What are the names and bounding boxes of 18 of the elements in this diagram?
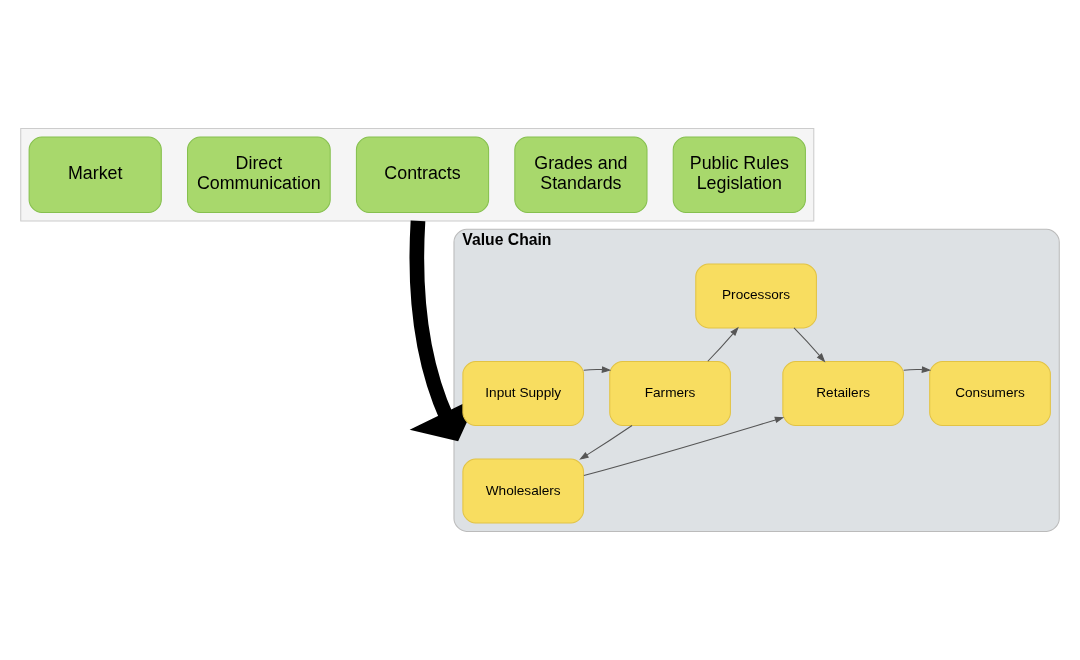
node-box: Grades and Standards (514, 136, 648, 214)
arrow (793, 327, 826, 363)
arrow (707, 326, 739, 362)
arrow (583, 366, 612, 373)
node-box: Direct Communication (187, 136, 331, 214)
node-box: Contracts (355, 136, 490, 214)
node-box: Retailers (782, 360, 904, 426)
node-box: Processors (695, 263, 817, 329)
arrow (579, 425, 633, 460)
cluster (20, 128, 815, 222)
arrow (903, 366, 932, 373)
node-box: Public Rules Legislation (672, 136, 806, 214)
node-box: Input Supply (462, 360, 585, 426)
arrow (583, 416, 785, 477)
node-box: Consumers (929, 360, 1051, 426)
node-box: Market (28, 136, 162, 214)
node-box: Farmers (609, 360, 731, 426)
node-box: Wholesalers (462, 458, 585, 524)
